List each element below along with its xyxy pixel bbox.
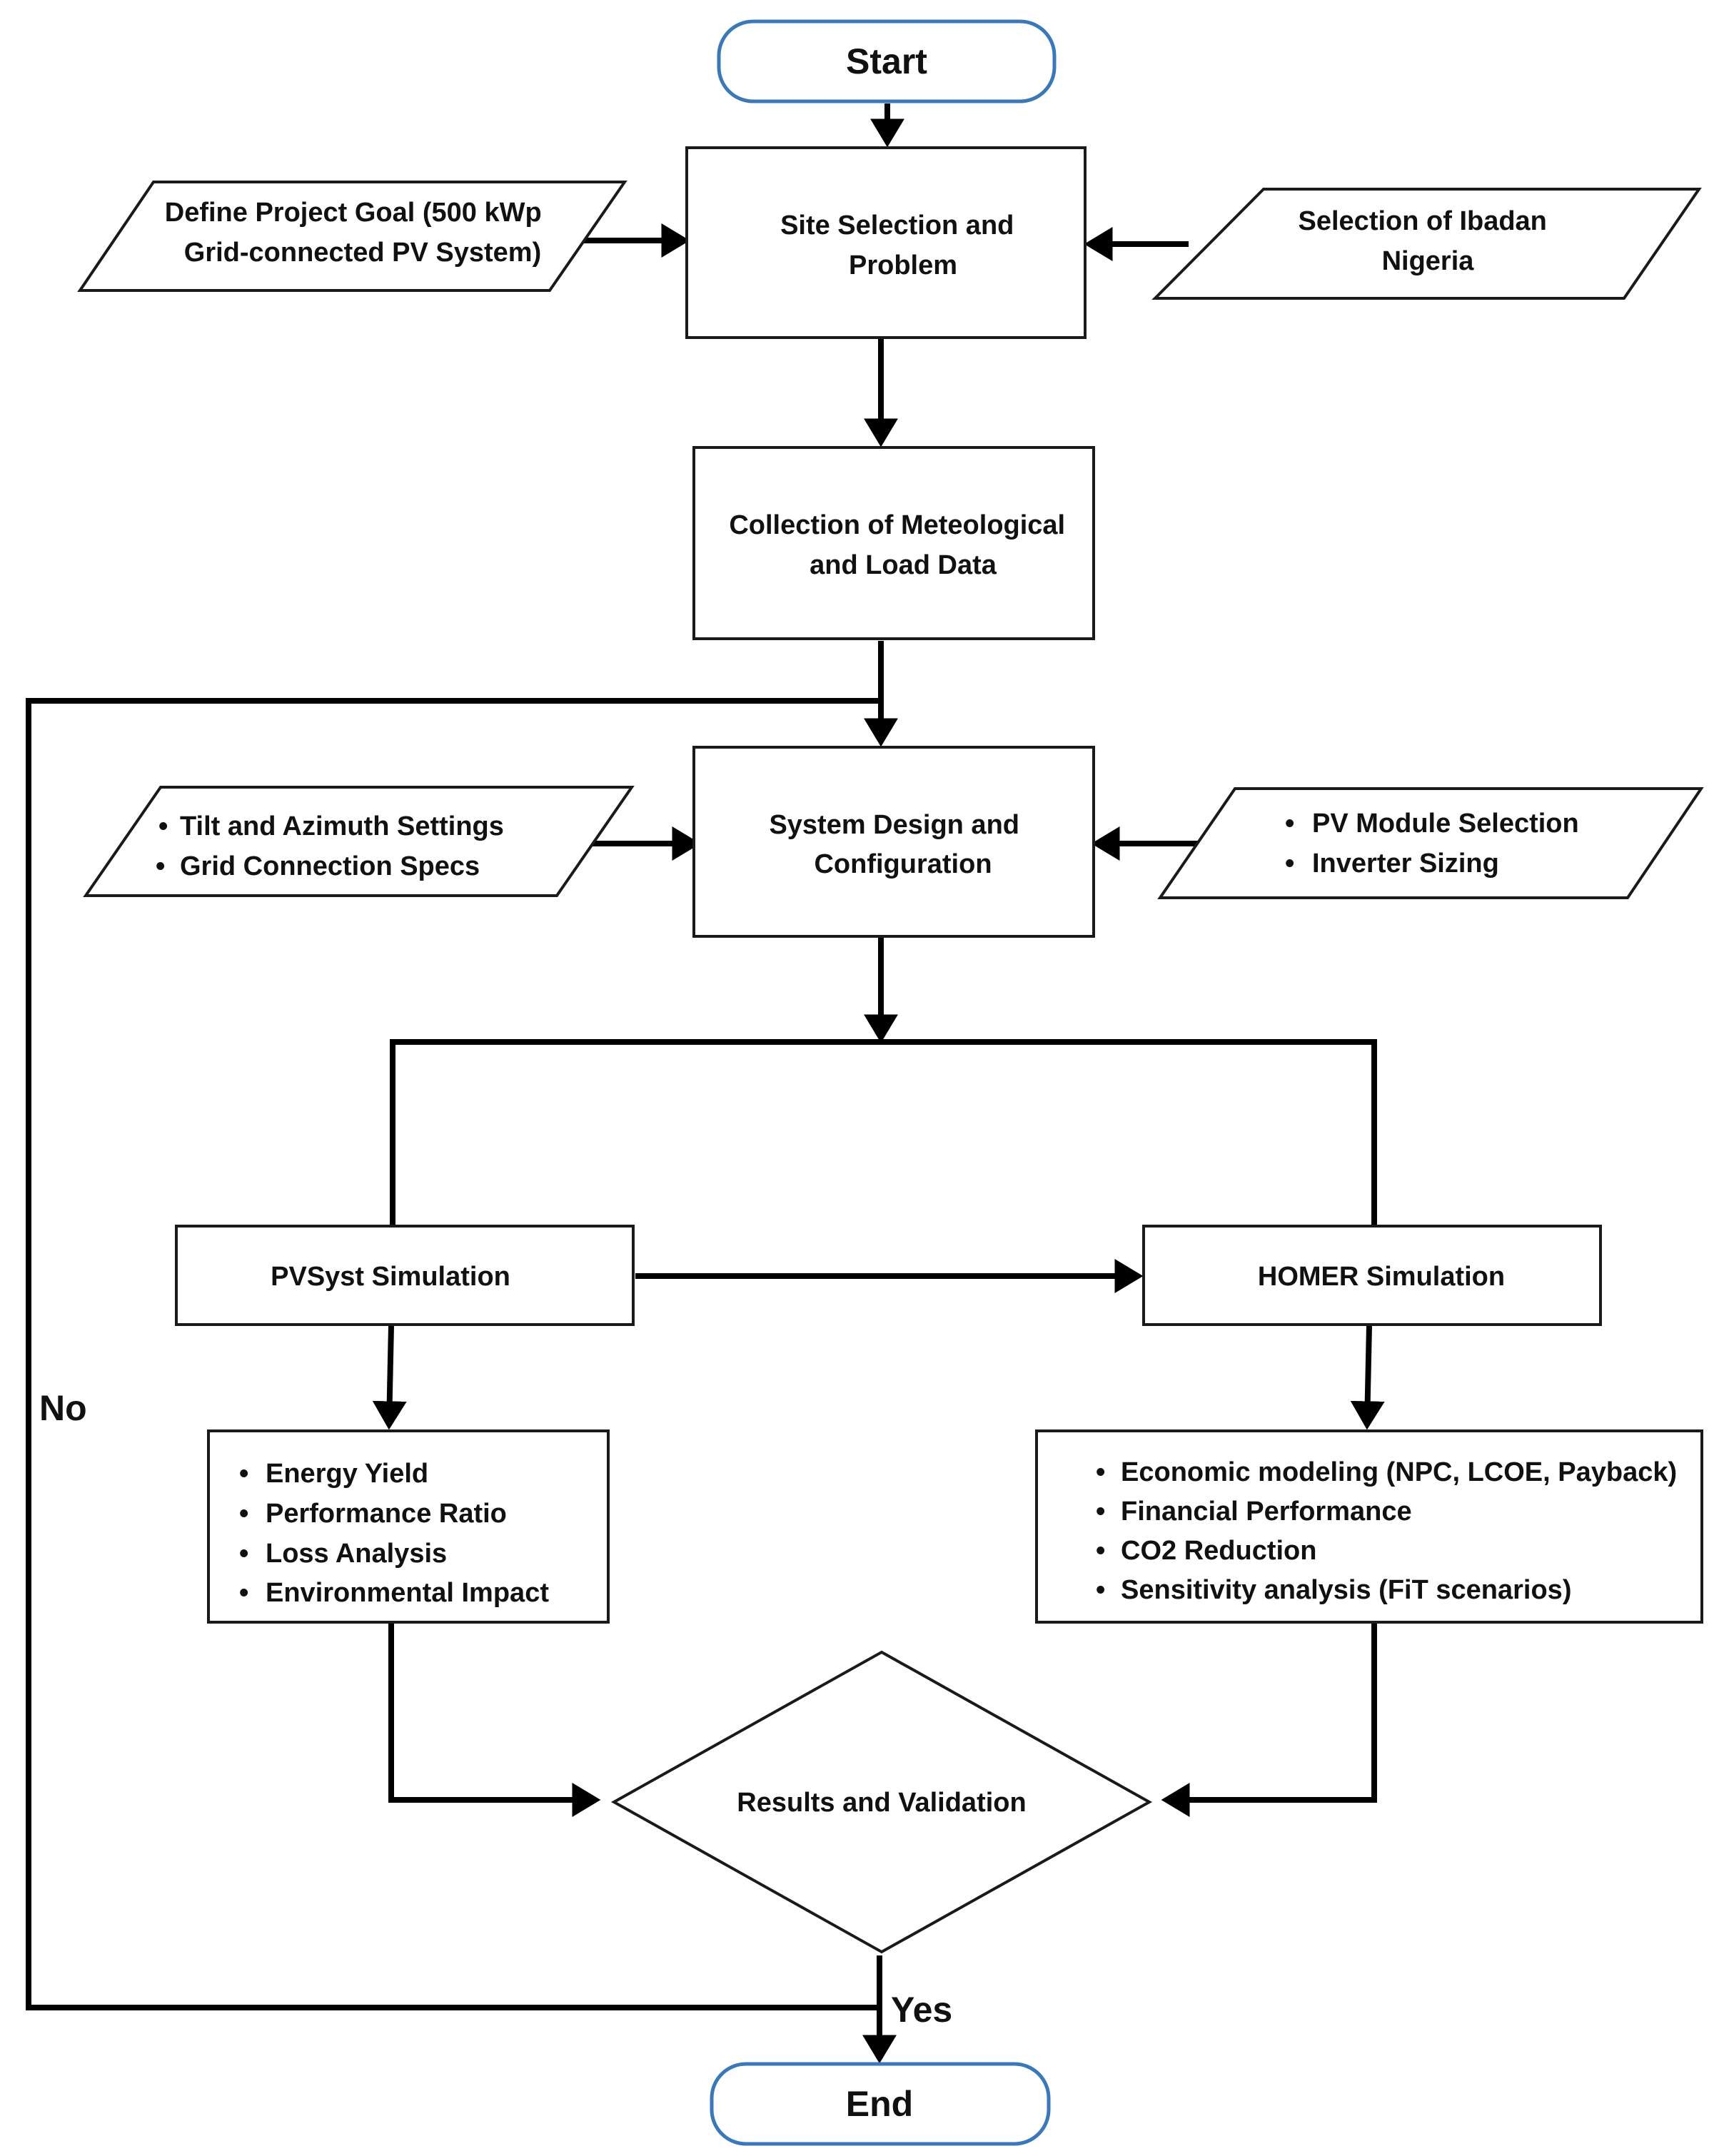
- svg-text:Define Project Goal (500 kWp: Define Project Goal (500 kWp Grid-connec…: [165, 198, 549, 268]
- collection-box: Collection of Meteological and Load Data: [692, 446, 1095, 640]
- arrow-homer-to-outputs: [1350, 1325, 1385, 1430]
- define-goal-line-2: Grid-connected PV System): [184, 238, 541, 268]
- svg-text:• Energy Yield •: • Energy Yield • Performance Ratio • Los…: [239, 1459, 549, 1608]
- define-goal-input: Define Project Goal (500 kWp Grid-connec…: [77, 181, 627, 292]
- start-label: Start: [846, 41, 927, 81]
- homer-output-bullet-4: •: [1096, 1575, 1105, 1605]
- collection-line-2: and Load Data: [810, 550, 997, 580]
- collection-line-1: Collection of Meteological: [729, 510, 1065, 540]
- end-terminal: End: [710, 2062, 1051, 2146]
- homer-output-2: Financial Performance: [1121, 1497, 1412, 1527]
- pvsyst-output-bullet-4: •: [239, 1578, 248, 1608]
- svg-text:Selection of Ibadan Nige: Selection of Ibadan Nigeria: [1299, 206, 1555, 276]
- tilt-settings-input: • Tilt and Azimuth Settings • Grid Conne…: [83, 786, 635, 897]
- pv-module-input: • PV Module Selection • Inverter Sizing: [1157, 787, 1704, 899]
- pvsyst-output-bullet-1: •: [239, 1459, 248, 1489]
- pvsyst-label: PVSyst Simulation: [271, 1262, 510, 1292]
- results-decision: Results and Validation: [610, 1650, 1153, 1954]
- pvsyst-output-1: Energy Yield: [266, 1459, 428, 1489]
- branch-right-to-homer: [881, 1039, 1377, 1226]
- connectors: [26, 103, 1385, 2064]
- start-terminal: Start: [717, 19, 1057, 103]
- yes-label: Yes: [891, 1990, 952, 2030]
- site-selection-box: Site Selection and Problem: [685, 146, 1087, 339]
- no-label: No: [39, 1388, 87, 1428]
- homer-output-4: Sensitivity analysis (FiT scenarios): [1121, 1575, 1571, 1605]
- define-goal-line-1: Define Project Goal (500 kWp: [165, 198, 542, 228]
- end-label: End: [846, 2084, 913, 2124]
- svg-text:Collection of Meteological: Collection of Meteological and Load Data: [729, 510, 1072, 580]
- pvsyst-simulation-box: PVSyst Simulation: [175, 1225, 635, 1326]
- homer-outputs-box: • Economic modeling (NPC, LCOE, Payback)…: [1035, 1429, 1703, 1624]
- homer-output-bullet-3: •: [1096, 1536, 1105, 1566]
- arrow-pvsyst-to-outputs: [372, 1325, 407, 1430]
- loop-no-back-to-design: [26, 698, 881, 2010]
- module-line-2: Inverter Sizing: [1312, 849, 1499, 879]
- svg-text:Site Selection and Probl: Site Selection and Problem: [780, 211, 1022, 280]
- system-design-line-1: System Design and: [769, 810, 1019, 840]
- svg-text:• Tilt and Azimuth Setti: • Tilt and Azimuth Settings • Grid Conne…: [156, 811, 511, 881]
- svg-text:• Economic modeling (NPC: • Economic modeling (NPC, LCOE, Payback)…: [1096, 1457, 1685, 1605]
- homer-simulation-box: HOMER Simulation: [1142, 1225, 1602, 1326]
- tilt-line-2: Grid Connection Specs: [180, 851, 480, 881]
- pvsyst-output-bullet-2: •: [239, 1499, 248, 1529]
- homer-output-bullet-2: •: [1096, 1497, 1105, 1527]
- pvsyst-output-3: Loss Analysis: [266, 1539, 447, 1569]
- homer-output-1: Economic modeling (NPC, LCOE, Payback): [1121, 1457, 1677, 1487]
- tilt-bullet-2: •: [156, 851, 165, 881]
- branch-left-to-pvsyst: [390, 1039, 881, 1226]
- results-label: Results and Validation: [737, 1788, 1026, 1818]
- homer-label: HOMER Simulation: [1258, 1262, 1505, 1292]
- ibadan-line-2: Nigeria: [1382, 246, 1475, 276]
- module-bullet-2: •: [1285, 849, 1294, 879]
- site-selection-line-2: Problem: [849, 250, 957, 280]
- module-line-1: PV Module Selection: [1312, 809, 1579, 839]
- pvsyst-output-4: Environmental Impact: [266, 1578, 549, 1608]
- arrow-pvsyst-outputs-to-results: [388, 1622, 601, 1817]
- system-design-line-2: Configuration: [814, 849, 992, 879]
- site-selection-line-1: Site Selection and: [780, 211, 1014, 241]
- ibadan-line-1: Selection of Ibadan: [1299, 206, 1547, 236]
- tilt-bullet-1: •: [158, 811, 168, 841]
- homer-output-bullet-1: •: [1096, 1457, 1105, 1487]
- svg-text:• PV Module Selection: • PV Module Selection • Inverter Sizing: [1285, 809, 1586, 879]
- arrow-homer-outputs-to-results: [1161, 1622, 1377, 1817]
- tilt-line-1: Tilt and Azimuth Settings: [180, 811, 504, 841]
- pvsyst-output-2: Performance Ratio: [266, 1499, 507, 1529]
- pvsyst-outputs-box: • Energy Yield • Performance Ratio • Los…: [207, 1429, 610, 1624]
- system-design-box: System Design and Configuration: [692, 746, 1095, 938]
- ibadan-input: Selection of Ibadan Nigeria: [1151, 188, 1702, 300]
- module-bullet-1: •: [1285, 809, 1294, 839]
- homer-output-3: CO2 Reduction: [1121, 1536, 1316, 1566]
- svg-text:System Design and Config: System Design and Configuration: [769, 810, 1027, 879]
- pvsyst-output-bullet-3: •: [239, 1539, 248, 1569]
